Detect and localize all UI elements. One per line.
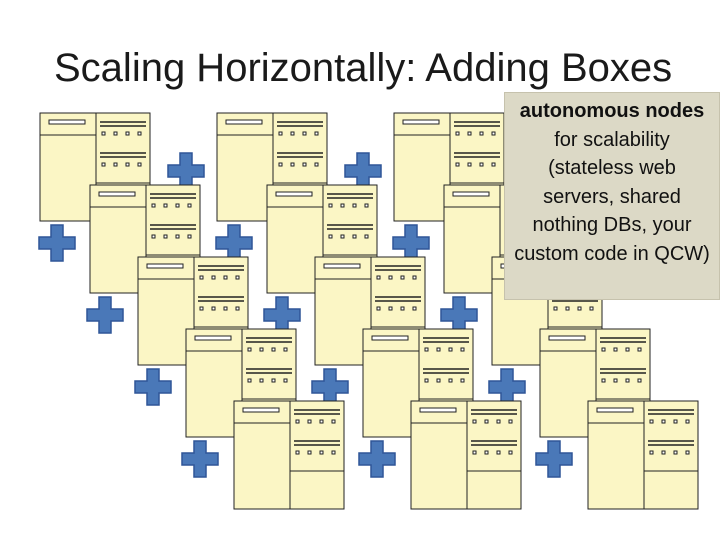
plus-icon bbox=[134, 368, 172, 406]
plus-icon bbox=[392, 224, 430, 262]
plus-icon bbox=[311, 368, 349, 406]
plus-icon bbox=[263, 296, 301, 334]
slide-title: Scaling Horizontally: Adding Boxes bbox=[54, 46, 673, 90]
server-icon bbox=[587, 400, 699, 510]
plus-icon bbox=[181, 440, 219, 478]
plus-icon bbox=[488, 368, 526, 406]
server-icons bbox=[39, 112, 699, 510]
callout-body: for scalability (stateless web servers, … bbox=[514, 128, 710, 265]
plus-icon bbox=[86, 296, 124, 334]
plus-icon bbox=[535, 440, 573, 478]
plus-icon bbox=[38, 224, 76, 262]
server-icon bbox=[233, 400, 345, 510]
server-icon bbox=[410, 400, 522, 510]
plus-icon bbox=[440, 296, 478, 334]
plus-icon bbox=[215, 224, 253, 262]
plus-icon bbox=[344, 152, 382, 190]
plus-icon bbox=[358, 440, 396, 478]
callout-note: autonomous nodes for scalability (statel… bbox=[504, 92, 720, 300]
callout-heading: autonomous nodes bbox=[519, 100, 705, 122]
plus-icon bbox=[167, 152, 205, 190]
